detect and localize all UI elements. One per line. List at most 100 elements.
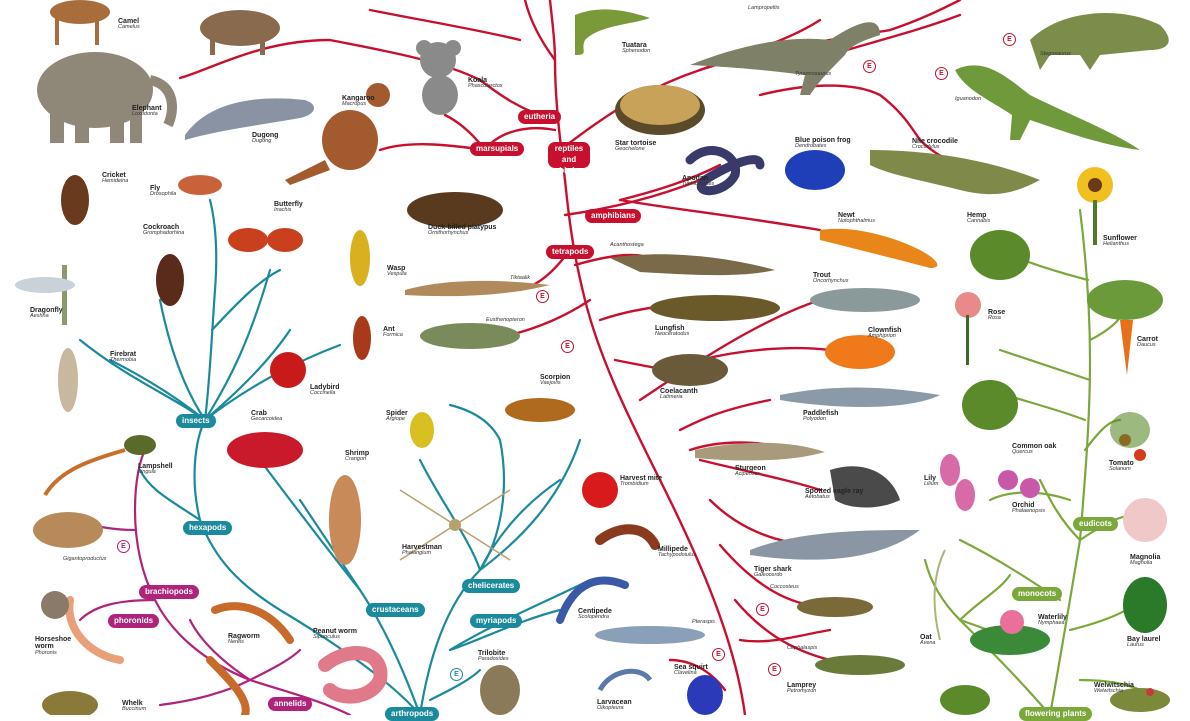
paddlefish-illustration	[780, 388, 940, 407]
sturgeon-illustration	[695, 443, 825, 461]
magnolia-illustration	[1123, 498, 1167, 542]
species-label-camel: CamelCamelus	[118, 18, 140, 31]
species-label-blue-poison-frog: Blue poison frogDendrobates	[795, 137, 851, 150]
trout-illustration	[810, 288, 920, 312]
extinct-marker: E	[1003, 33, 1016, 46]
firebrat-illustration	[58, 348, 78, 412]
iguanodon-illustration	[955, 65, 1140, 150]
clade-monocots: monocots	[1012, 587, 1062, 601]
blue-poison-frog-illustration	[785, 150, 845, 190]
clade-reptiles-and-birds: reptiles and birds	[548, 142, 590, 168]
lily-illustration	[940, 454, 975, 511]
cockroach-illustration	[156, 254, 184, 306]
species-label-magnolia: MagnoliaMagnolia	[1130, 554, 1160, 567]
clade-eutheria: eutheria	[518, 110, 561, 124]
species-label-stegosaurus: Stegosaurus	[1040, 52, 1071, 58]
species-label-coccosteus: Coccosteus	[770, 585, 799, 591]
spider-illustration	[410, 412, 434, 448]
clade-insects: insects	[176, 414, 216, 428]
extinct-marker: E	[450, 668, 463, 681]
cricket-illustration	[61, 175, 89, 225]
common-oak-illustration	[962, 380, 1018, 430]
camel-illustration	[50, 0, 110, 45]
species-label-centipede: CentipedeScolopendra	[578, 608, 612, 621]
orchid-illustration	[998, 470, 1040, 498]
species-label-acanthostega: Acanthostega	[610, 243, 644, 249]
species-label-larvacean: LarvaceanOikopleura	[597, 699, 632, 712]
species-label-sunflower: SunflowerHelianthus	[1103, 235, 1137, 248]
tiger-shark-illustration	[750, 530, 920, 560]
wasp-illustration	[350, 230, 370, 286]
peanut-worm-illustration	[325, 653, 380, 697]
eusthenopteron-illustration	[420, 323, 520, 349]
fly-illustration	[178, 175, 222, 195]
ant-illustration	[353, 316, 371, 360]
hemp-illustration	[970, 230, 1030, 280]
aardvark-illustration	[200, 10, 280, 55]
species-label-eusthenopteron: Eusthenopteron	[486, 318, 525, 324]
clade-flowering-plants: flowering plants	[1019, 707, 1092, 721]
partial-plant-illustration	[940, 685, 990, 715]
lungfish-illustration	[650, 295, 780, 321]
elephant-illustration	[37, 52, 172, 143]
species-label-iguanodon: Iguanodon	[955, 97, 981, 103]
coccosteus-illustration	[797, 597, 873, 617]
species-label-carrot: CarrotDaucus	[1137, 336, 1158, 349]
tiktaalik-illustration	[405, 281, 550, 296]
oat-illustration	[935, 550, 945, 640]
tyrannosaurus-illustration	[690, 22, 880, 95]
species-label-firebrat: FirebratThermobia	[110, 351, 136, 364]
coelacanth-illustration	[652, 354, 728, 386]
clade-crustaceans: crustaceans	[366, 603, 425, 617]
trilobite-illustration	[480, 665, 520, 715]
ladybird-illustration	[270, 352, 306, 388]
species-label-shrimp: ShrimpCrangon	[345, 450, 369, 463]
acanthostega-illustration	[610, 254, 775, 275]
species-label-dragonfly: DragonflyAeshna	[30, 307, 63, 320]
extinct-marker: E	[935, 67, 948, 80]
koala-illustration	[416, 40, 461, 115]
species-label-rose: RoseRosa	[988, 309, 1005, 322]
pteraspis-illustration	[595, 626, 705, 644]
clade-chelicerates: chelicerates	[462, 579, 520, 593]
platypus-illustration	[407, 192, 503, 228]
species-label-newt: NewtNotophthalmus	[838, 212, 875, 225]
star-tortoise-illustration	[615, 85, 705, 135]
bay-laurel-illustration	[1123, 577, 1167, 633]
clade-phoronids: phoronids	[108, 614, 159, 628]
rose-illustration	[955, 292, 981, 365]
eagle-ray-illustration	[830, 466, 900, 507]
species-label-nile-crocodile: Nile crocodileCrocodylus	[912, 138, 958, 151]
clade-annelids: annelids	[268, 697, 312, 711]
gigantoproductus-illustration	[33, 512, 103, 548]
species-label-scorpion: ScorpionVaejovis	[540, 374, 570, 387]
species-label-cricket: CricketHemideina	[102, 172, 128, 185]
dugong-illustration	[185, 98, 314, 140]
species-label-lampropeltis: Lampropeltis	[748, 6, 780, 12]
